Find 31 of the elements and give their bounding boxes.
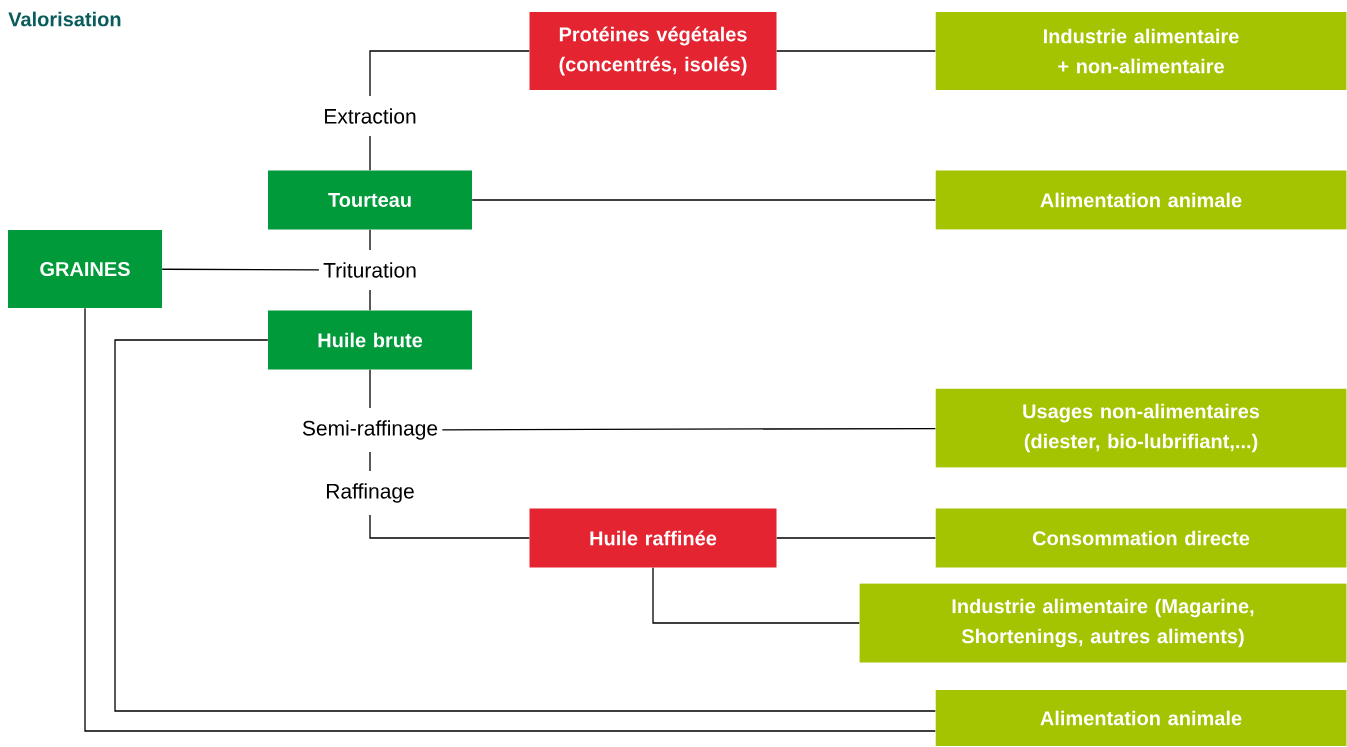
connector-line [369, 135, 371, 171]
step-label: Extraction [325, 108, 416, 124]
use-box: Alimentation animale [935, 170, 1347, 230]
connector-line [369, 514, 530, 539]
connector-line [369, 451, 371, 472]
connector-line [369, 369, 371, 409]
process-box: Huile brute [268, 310, 472, 370]
connector-line [441, 427, 936, 431]
connector-line [652, 567, 860, 624]
connector-line [471, 199, 936, 201]
connector-line [776, 50, 936, 52]
use-box: Industrie alimentaire (Magarine, Shortenings, autres aliments) [859, 583, 1347, 663]
process-box: GRAINES [8, 230, 162, 308]
step-label: Semi-raffinage [302, 420, 438, 440]
connector-line [369, 289, 371, 311]
connector-line [114, 339, 936, 712]
use-box: Industrie alimentaire + non-alimentaire [935, 12, 1347, 90]
step-label: Raffinage [327, 483, 414, 503]
connector-line [369, 229, 371, 251]
connector-line [776, 537, 936, 539]
product-box: Huile raffinée [529, 508, 777, 568]
connector-line [84, 307, 936, 732]
use-box: Consommation directe [935, 508, 1347, 568]
process-box: Tourteau [268, 170, 472, 230]
connector-line [161, 268, 320, 271]
connector-line [369, 50, 530, 97]
step-label: Trituration [323, 262, 416, 278]
product-box: Protéines végétales (concentrés, isolés) [529, 12, 777, 90]
use-box: Alimentation animale [935, 690, 1347, 746]
use-box: Usages non-alimentaires (diester, bio-lubrifiant,...) [935, 388, 1347, 468]
title: Valorisation [8, 11, 121, 27]
